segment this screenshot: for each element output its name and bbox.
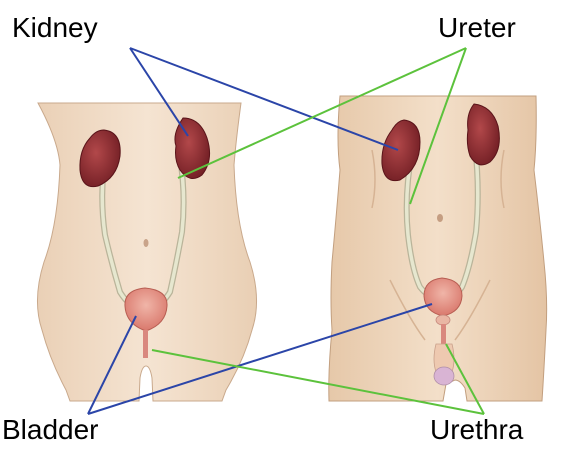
male-torso (329, 96, 547, 401)
male-navel (437, 214, 443, 222)
female-navel (144, 239, 149, 247)
male-scrotum (434, 367, 454, 385)
female-torso (37, 103, 256, 401)
ureter-label: Ureter (438, 14, 516, 42)
kidney-label: Kidney (12, 14, 98, 42)
bladder-label: Bladder (2, 416, 99, 444)
male-prostate (436, 315, 450, 325)
urethra-label: Urethra (430, 416, 523, 444)
female-urethra (143, 330, 148, 358)
